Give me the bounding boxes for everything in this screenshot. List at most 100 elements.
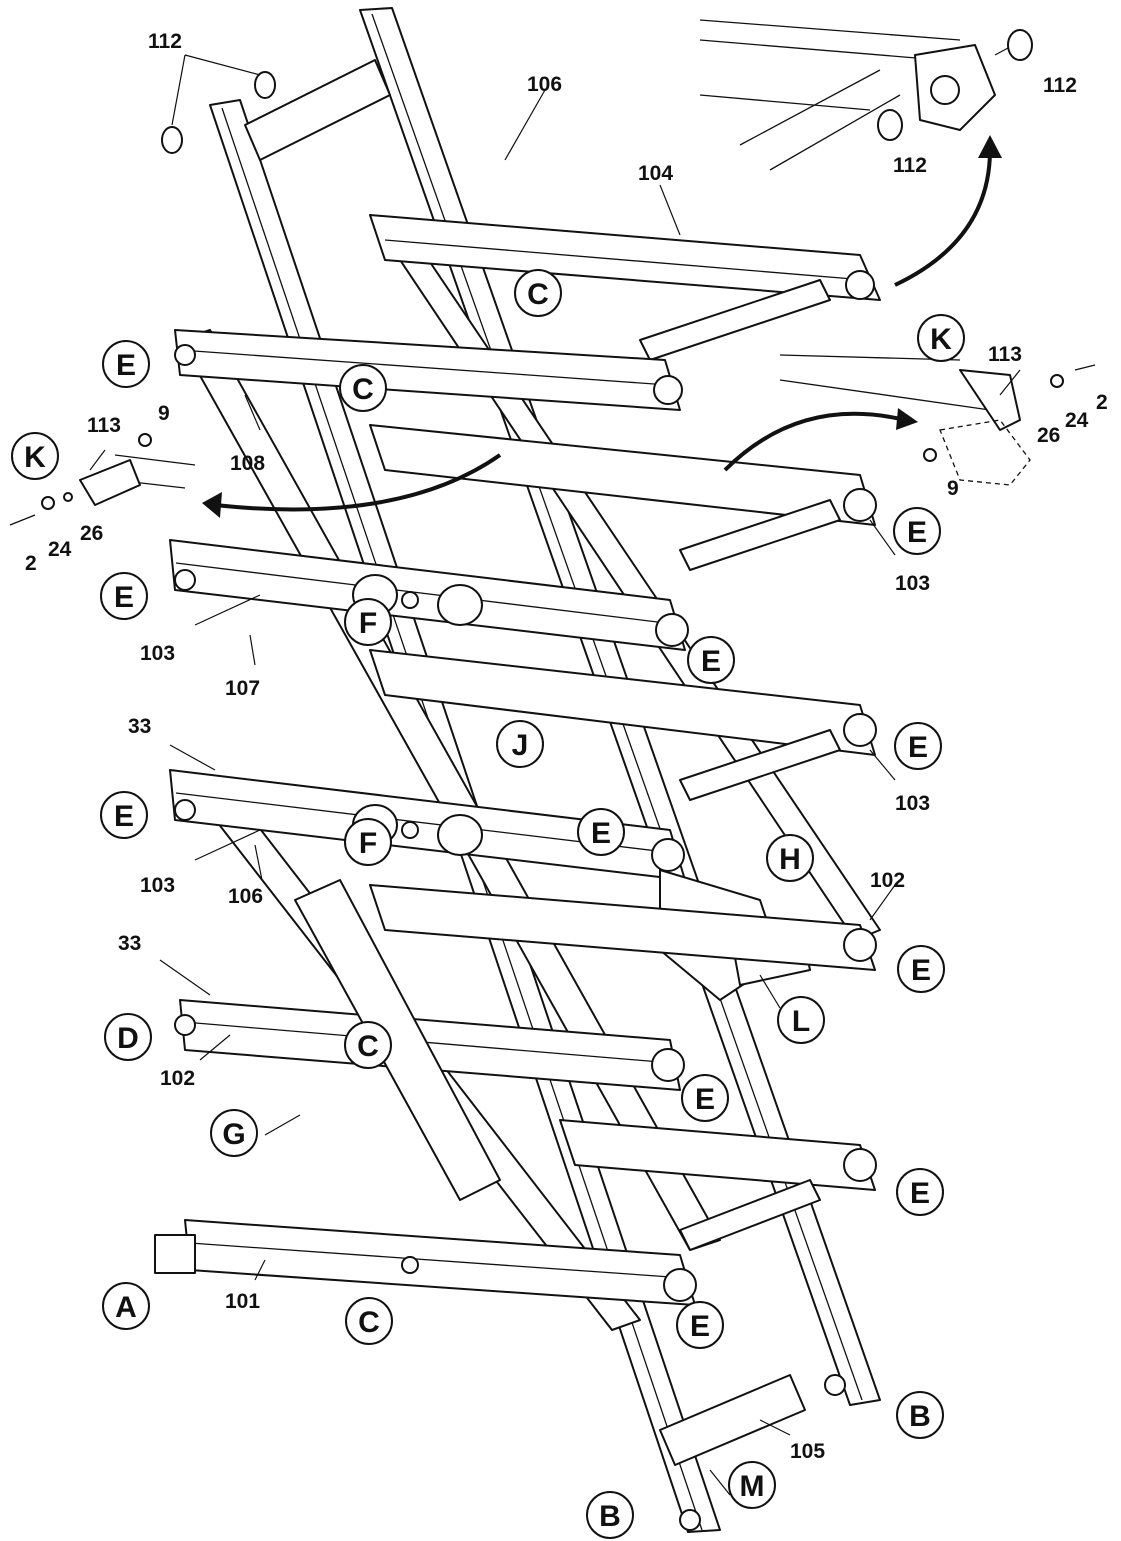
circle-label-e-mid-3: E bbox=[681, 1074, 729, 1122]
circle-label-e-left-2: E bbox=[100, 572, 148, 620]
pin-112-detail-right bbox=[1007, 29, 1033, 61]
circle-label-c-bottom: C bbox=[345, 1297, 393, 1345]
part-102-right: 102 bbox=[870, 869, 905, 892]
arrow-k-right bbox=[723, 411, 906, 472]
circle-label-g-text: G bbox=[222, 1118, 245, 1151]
circle-label-l-text: L bbox=[792, 1005, 810, 1038]
circle-label-e-left-2-text: E bbox=[114, 581, 134, 614]
part-2-left: 2 bbox=[25, 552, 37, 575]
part-112-detail-bottom: 112 bbox=[893, 154, 927, 177]
circle-label-e-right-1-text: E bbox=[907, 516, 927, 549]
circle-label-f-lower: F bbox=[344, 818, 392, 866]
cross-tube-2 bbox=[679, 729, 841, 801]
circle-label-h-text: H bbox=[779, 843, 801, 876]
circle-label-c-lower: C bbox=[344, 1021, 392, 1069]
circle-label-b-bottom-text: B bbox=[599, 1500, 621, 1533]
part-113-left: 113 bbox=[87, 414, 121, 437]
part-105: 105 bbox=[790, 1440, 825, 1463]
circle-label-e-right-3-text: E bbox=[911, 954, 931, 987]
part-106-lower: 106 bbox=[228, 885, 263, 908]
pin-112-left-a bbox=[161, 126, 183, 154]
beam-103-upper bbox=[169, 539, 686, 651]
part-26-left: 26 bbox=[80, 522, 103, 545]
part-number-labels: 112 106 112 112 104 113 2 24 26 9 113 9 … bbox=[25, 30, 1108, 1463]
circle-label-g: G bbox=[210, 1109, 258, 1157]
circle-label-b-bottom: B bbox=[586, 1491, 634, 1539]
circle-label-e-right-1: E bbox=[893, 507, 941, 555]
bracket-k-right bbox=[779, 354, 1096, 486]
circle-label-c-upper: C bbox=[339, 364, 387, 412]
circle-label-h: H bbox=[766, 834, 814, 882]
circle-label-c-bottom-text: C bbox=[358, 1306, 380, 1339]
part-112-detail-right: 112 bbox=[1043, 74, 1077, 97]
circle-label-e-mid-2-text: E bbox=[591, 817, 611, 850]
part-113-right: 113 bbox=[988, 343, 1022, 366]
circle-label-d-text: D bbox=[117, 1022, 139, 1055]
part-102-left: 102 bbox=[160, 1067, 195, 1090]
end-block-a bbox=[154, 1234, 196, 1274]
circle-label-e-upper-left: E bbox=[102, 340, 150, 388]
circle-label-j-text: J bbox=[512, 729, 529, 762]
circle-label-c-upper-text: C bbox=[352, 373, 374, 406]
circle-label-e-right-2-text: E bbox=[908, 731, 928, 764]
circle-label-e-mid-2: E bbox=[577, 808, 625, 856]
end-caps bbox=[174, 270, 877, 1531]
beam-rear-1 bbox=[369, 424, 876, 526]
part-24-left: 24 bbox=[48, 538, 72, 561]
beam-104 bbox=[369, 214, 881, 301]
circle-label-k-right-text: K bbox=[930, 323, 952, 356]
circle-label-b-right-text: B bbox=[909, 1400, 931, 1433]
part-33-upper: 33 bbox=[128, 715, 151, 738]
beam-rear-4 bbox=[559, 1119, 876, 1191]
part-112-top-left: 112 bbox=[148, 30, 182, 53]
frame-linework bbox=[9, 7, 1096, 1533]
circle-label-e-mid-3-text: E bbox=[695, 1083, 715, 1116]
part-103-right-2: 103 bbox=[895, 792, 930, 815]
beam-rear-3 bbox=[369, 884, 876, 971]
beam-104-cross-tube bbox=[639, 279, 831, 361]
part-9-left: 9 bbox=[158, 402, 170, 425]
circle-label-e-mid-1: E bbox=[687, 636, 735, 684]
arrow-detail-pivot bbox=[894, 149, 992, 287]
circle-label-k-left: K bbox=[11, 432, 59, 480]
circle-label-f-lower-text: F bbox=[359, 827, 377, 860]
pin-112-detail-bottom bbox=[877, 109, 903, 141]
circle-label-e-right-3: E bbox=[897, 945, 945, 993]
circle-label-d: D bbox=[104, 1013, 152, 1061]
beam-rear-2 bbox=[369, 649, 876, 756]
part-26-right: 26 bbox=[1037, 424, 1060, 447]
circle-label-e-right-4-text: E bbox=[910, 1177, 930, 1210]
circle-label-c-lower-text: C bbox=[357, 1030, 379, 1063]
beam-105 bbox=[659, 1374, 806, 1466]
cross-tube-1 bbox=[679, 499, 841, 571]
part-108: 108 bbox=[230, 452, 265, 475]
circle-label-f-upper-text: F bbox=[359, 607, 377, 640]
part-103-left-2: 103 bbox=[140, 874, 175, 897]
circle-label-k-right: K bbox=[917, 314, 965, 362]
circle-label-a-text: A bbox=[115, 1291, 137, 1324]
bracket-k-left bbox=[9, 433, 196, 526]
circle-label-j: J bbox=[496, 720, 544, 768]
part-2-right: 2 bbox=[1096, 391, 1108, 414]
part-9-right: 9 bbox=[947, 477, 959, 500]
circle-label-e-upper-left-text: E bbox=[116, 349, 136, 382]
part-101: 101 bbox=[225, 1290, 260, 1313]
circle-label-f-upper: F bbox=[344, 598, 392, 646]
circle-label-e-mid-1-text: E bbox=[701, 645, 721, 678]
cross-tube-3 bbox=[679, 1179, 821, 1251]
circle-label-c-top: C bbox=[514, 269, 562, 317]
detail-view-pivot bbox=[699, 19, 1033, 171]
circle-label-e-bottom: E bbox=[676, 1301, 724, 1349]
part-103-right-1: 103 bbox=[895, 572, 930, 595]
part-107: 107 bbox=[225, 677, 260, 700]
circle-label-a: A bbox=[102, 1282, 150, 1330]
circle-label-e-left-3: E bbox=[100, 791, 148, 839]
beam-upper-c bbox=[174, 329, 681, 411]
circle-label-m: M bbox=[728, 1461, 776, 1509]
circle-label-e-right-4: E bbox=[896, 1168, 944, 1216]
cylinder-g bbox=[294, 879, 501, 1201]
part-106-top: 106 bbox=[527, 73, 562, 96]
circle-label-e-bottom-text: E bbox=[690, 1310, 710, 1343]
circle-label-m-text: M bbox=[740, 1470, 765, 1503]
